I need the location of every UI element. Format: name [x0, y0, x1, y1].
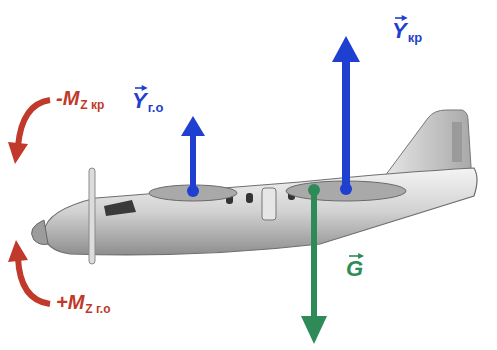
rudder — [452, 122, 462, 162]
fuselage — [44, 168, 477, 255]
subscript-label: кр — [408, 31, 422, 44]
arrowhead — [181, 116, 205, 136]
door — [262, 188, 276, 220]
force-point — [340, 183, 352, 195]
weight-vector — [311, 190, 317, 318]
moment-arrow — [18, 100, 50, 146]
subscript-label: Z кр — [80, 99, 104, 111]
arrowhead — [8, 142, 28, 164]
main-wing — [286, 181, 406, 201]
symbol-label: Y — [392, 20, 407, 42]
force-point — [187, 185, 199, 197]
lift-vector — [342, 60, 350, 188]
cockpit-window — [104, 200, 136, 216]
arrowhead — [332, 36, 360, 62]
spinner — [32, 220, 48, 245]
arrowhead — [301, 316, 327, 344]
subscript-label: Z г.о — [85, 303, 110, 315]
arrowhead — [8, 240, 28, 262]
symbol-label: G — [346, 258, 363, 280]
force-point — [308, 184, 320, 196]
force-label: -MZ кр — [56, 88, 104, 108]
propeller — [89, 168, 95, 264]
moment-arrow — [18, 258, 50, 304]
force-label: Yг.о — [132, 90, 163, 112]
symbol-label: -M — [56, 88, 79, 108]
lift-vector — [190, 134, 196, 190]
window — [246, 193, 253, 203]
force-label: Yкр — [392, 20, 422, 42]
canard-wing — [149, 185, 237, 201]
symbol-label: Y — [132, 90, 147, 112]
force-label: +MZ г.о — [56, 292, 110, 312]
subscript-label: г.о — [148, 101, 164, 114]
force-label: G — [346, 258, 363, 280]
symbol-label: +M — [56, 292, 84, 312]
